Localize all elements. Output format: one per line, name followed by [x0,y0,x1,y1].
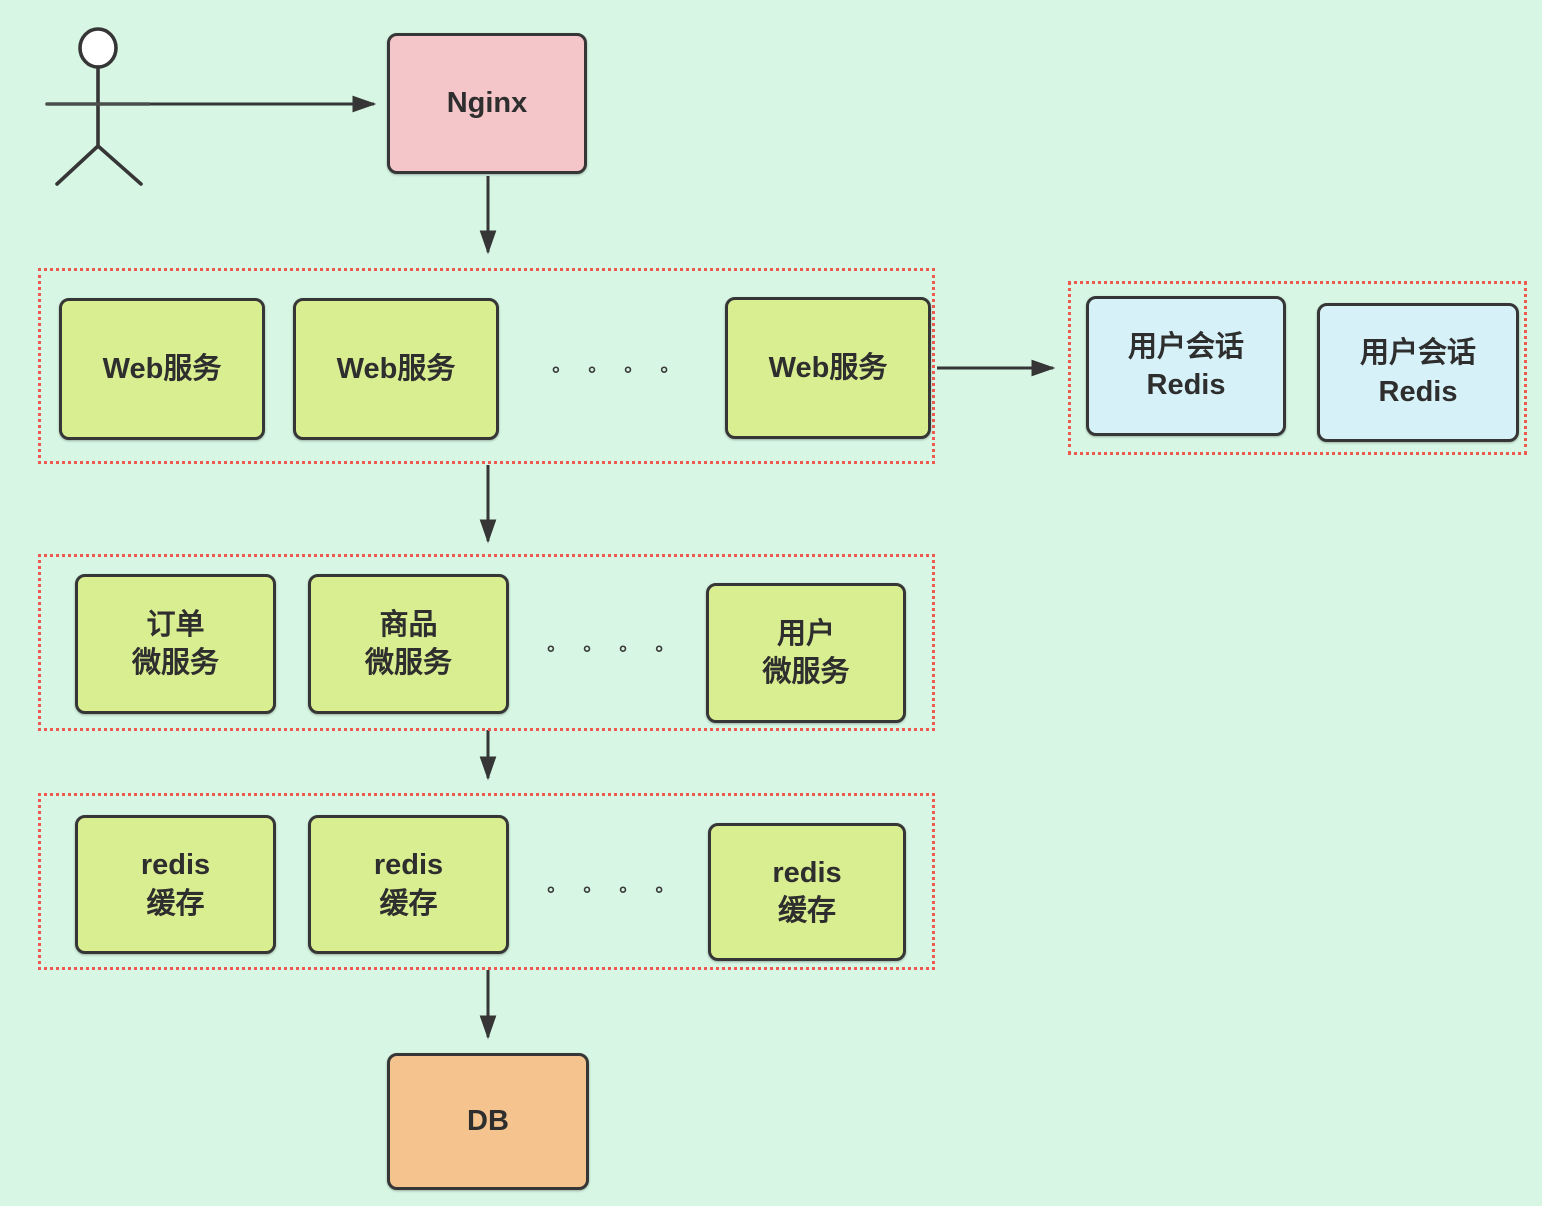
order-microservice-label-line1: 订单 [146,608,205,641]
order-microservice-box: 订单 微服务 [75,574,276,714]
session-redis-label-line1: 用户会话 [1359,337,1476,370]
web-service-label: Web服务 [102,352,222,385]
session-redis-cluster: 用户会话 Redis 用户会话 Redis [1068,281,1527,455]
redis-cache-label-line2: 缓存 [777,895,836,927]
ellipsis-dots: ∘ ∘ ∘ ∘ [544,879,668,901]
session-redis-label-line2: Redis [1146,369,1226,401]
user-microservice-label-line2: 微服务 [762,656,850,688]
actor-icon [45,27,151,186]
redis-cache-label-line2: 缓存 [146,887,205,920]
user-microservice-label-line1: 用户 [776,617,835,650]
redis-cache-cluster: redis 缓存 redis 缓存 ∘ ∘ ∘ ∘ redis 缓存 [38,793,935,970]
web-service-box-1: Web服务 [59,298,265,440]
redis-cache-label-line1: redis [140,849,211,882]
redis-cache-box-2: redis 缓存 [308,815,509,954]
db-label: DB [467,1105,509,1138]
ellipsis-dots: ∘ ∘ ∘ ∘ [549,359,673,381]
redis-cache-label-line2: 缓存 [379,887,438,920]
web-service-box-2: Web服务 [293,298,499,440]
product-microservice-label-line1: 商品 [379,608,438,641]
redis-cache-label-line1: redis [772,856,842,889]
redis-cache-label-line1: redis [373,849,444,882]
db-node: DB [387,1053,589,1190]
session-redis-box-1: 用户会话 Redis [1086,296,1286,436]
product-microservice-box: 商品 微服务 [308,574,509,714]
web-service-label: Web服务 [336,352,456,385]
user-microservice-box: 用户 微服务 [706,583,906,723]
microservices-cluster: 订单 微服务 商品 微服务 ∘ ∘ ∘ ∘ 用户 微服务 [38,554,935,731]
redis-cache-box-1: redis 缓存 [75,815,276,954]
nginx-label: Nginx [446,87,528,120]
session-redis-label-line2: Redis [1378,375,1458,408]
web-service-box-3: Web服务 [725,297,931,439]
web-services-cluster: Web服务 Web服务 ∘ ∘ ∘ ∘ Web服务 [38,268,935,464]
session-redis-label-line1: 用户会话 [1127,330,1244,363]
product-microservice-label-line2: 微服务 [364,647,452,679]
order-microservice-label-line2: 微服务 [131,647,219,679]
ellipsis-dots: ∘ ∘ ∘ ∘ [544,638,668,660]
redis-cache-box-3: redis 缓存 [708,823,906,961]
nginx-node: Nginx [387,33,587,174]
web-service-label: Web服务 [768,351,888,384]
session-redis-box-2: 用户会话 Redis [1317,303,1519,442]
